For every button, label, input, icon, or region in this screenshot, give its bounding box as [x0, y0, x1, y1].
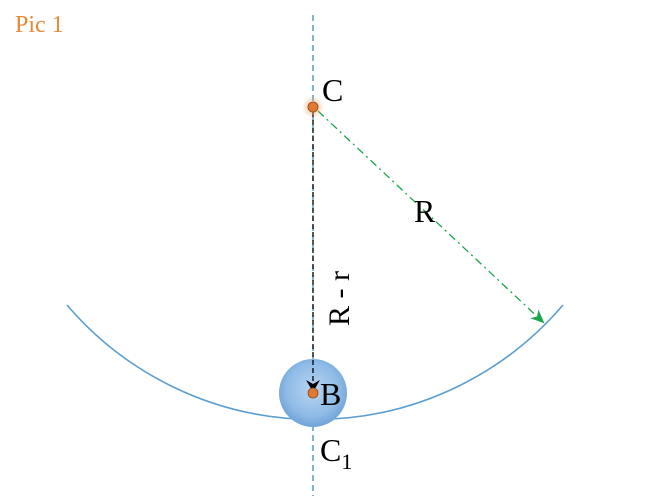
figure-title: Pic 1 [15, 12, 64, 38]
label-radius: R [414, 193, 436, 229]
ball-center-point [307, 387, 319, 399]
label-center: C [322, 72, 343, 108]
label-bottom-main: C [320, 432, 341, 468]
radius-arrow [317, 110, 545, 324]
label-distance: R - r [323, 271, 356, 326]
label-bottom-sub: 1 [341, 449, 352, 474]
label-ball: B [320, 376, 341, 412]
center-point [307, 101, 319, 113]
label-bottom-point: C1 [320, 432, 352, 474]
